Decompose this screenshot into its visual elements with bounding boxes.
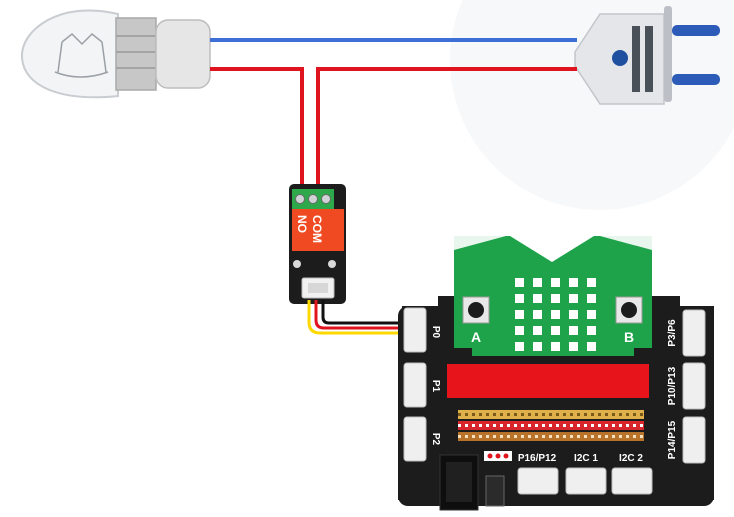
microbit-expansion-board: A B [398,236,714,511]
plug-screw [612,50,628,66]
port-label-p16-p12: P16/P12 [518,453,557,464]
relay-label-no: NO [295,215,309,233]
power-switch[interactable] [485,475,505,507]
edge-connector [447,364,649,398]
light-bulb-icon [20,9,211,99]
port-label-i2c-2: I2C 2 [619,453,643,464]
status-leds [484,451,512,461]
button-b-label: B [624,329,634,345]
led-matrix [515,278,596,351]
button-b[interactable] [615,296,643,324]
button-a-label: A [471,329,481,345]
mains-wires [210,38,577,192]
relay-label-com: COM [310,215,324,243]
bottom-ports [517,467,653,495]
live-wire-plug [316,67,577,192]
port-label-i2c-1: I2C 1 [574,453,598,464]
button-a[interactable] [462,296,490,324]
left-ports [403,307,427,462]
port-label-p3-p6: P3/P6 [667,319,678,347]
power-plug-icon [574,6,720,105]
signal-cable [307,300,404,335]
live-wire-lamp [210,67,304,192]
relay-module: COM NO [289,184,346,304]
port-label-p0: P0 [430,326,441,339]
right-ports [682,309,706,464]
pin-headers [458,410,644,441]
port-label-p1: P1 [430,380,441,393]
port-label-p14-p15: P14/P15 [667,420,678,459]
port-label-p2: P2 [430,433,441,446]
port-label-p10-p13: P10/P13 [667,366,678,405]
